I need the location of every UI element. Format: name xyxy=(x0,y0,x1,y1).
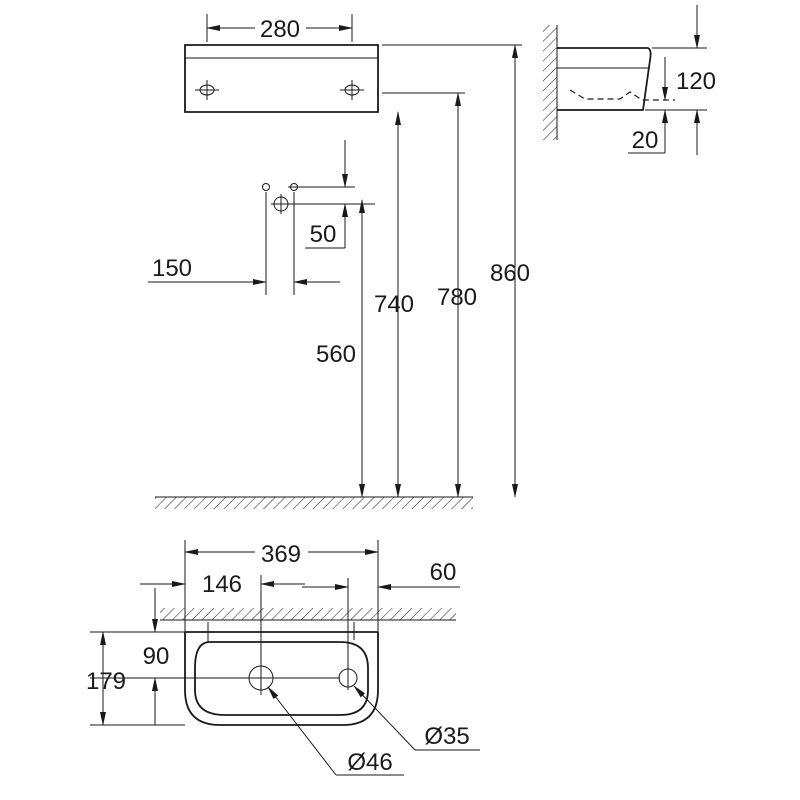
basin-bowl xyxy=(194,641,369,716)
dim-label-146: 146 xyxy=(202,571,242,598)
floor xyxy=(155,496,473,509)
dimension-280: 280 xyxy=(206,14,353,43)
plan-view: 369 146 60 179 90 Ø46 Ø35 xyxy=(86,540,480,776)
front-view: 280 xyxy=(184,14,522,113)
dim-label-860: 860 xyxy=(490,260,530,287)
side-view: 120 20 xyxy=(543,5,716,155)
dim-label-90: 90 xyxy=(143,643,170,670)
basin-side-outline xyxy=(557,47,652,111)
tap-hole-layout: 50 150 xyxy=(148,140,375,295)
dim-label-50: 50 xyxy=(310,221,337,248)
basin-front-outline xyxy=(184,44,379,113)
dim-label-drain-diameter: Ø46 xyxy=(347,749,392,776)
height-dimensions: 560 740 780 860 xyxy=(316,44,530,498)
dim-label-120: 120 xyxy=(676,68,716,95)
dim-label-560: 560 xyxy=(316,341,356,368)
basin-plan-outline xyxy=(184,632,379,726)
dim-label-280: 280 xyxy=(260,16,300,43)
dim-label-20: 20 xyxy=(632,127,659,154)
dim-label-740: 740 xyxy=(374,291,414,318)
dim-label-369: 369 xyxy=(261,541,301,568)
dim-label-150: 150 xyxy=(152,255,192,282)
dim-label-179: 179 xyxy=(86,668,126,695)
dim-label-780: 780 xyxy=(437,284,477,311)
mounting-hole-right xyxy=(340,80,364,100)
dim-label-tap-diameter: Ø35 xyxy=(424,723,469,750)
dim-label-60: 60 xyxy=(430,559,457,586)
mounting-hole-left xyxy=(195,80,219,100)
